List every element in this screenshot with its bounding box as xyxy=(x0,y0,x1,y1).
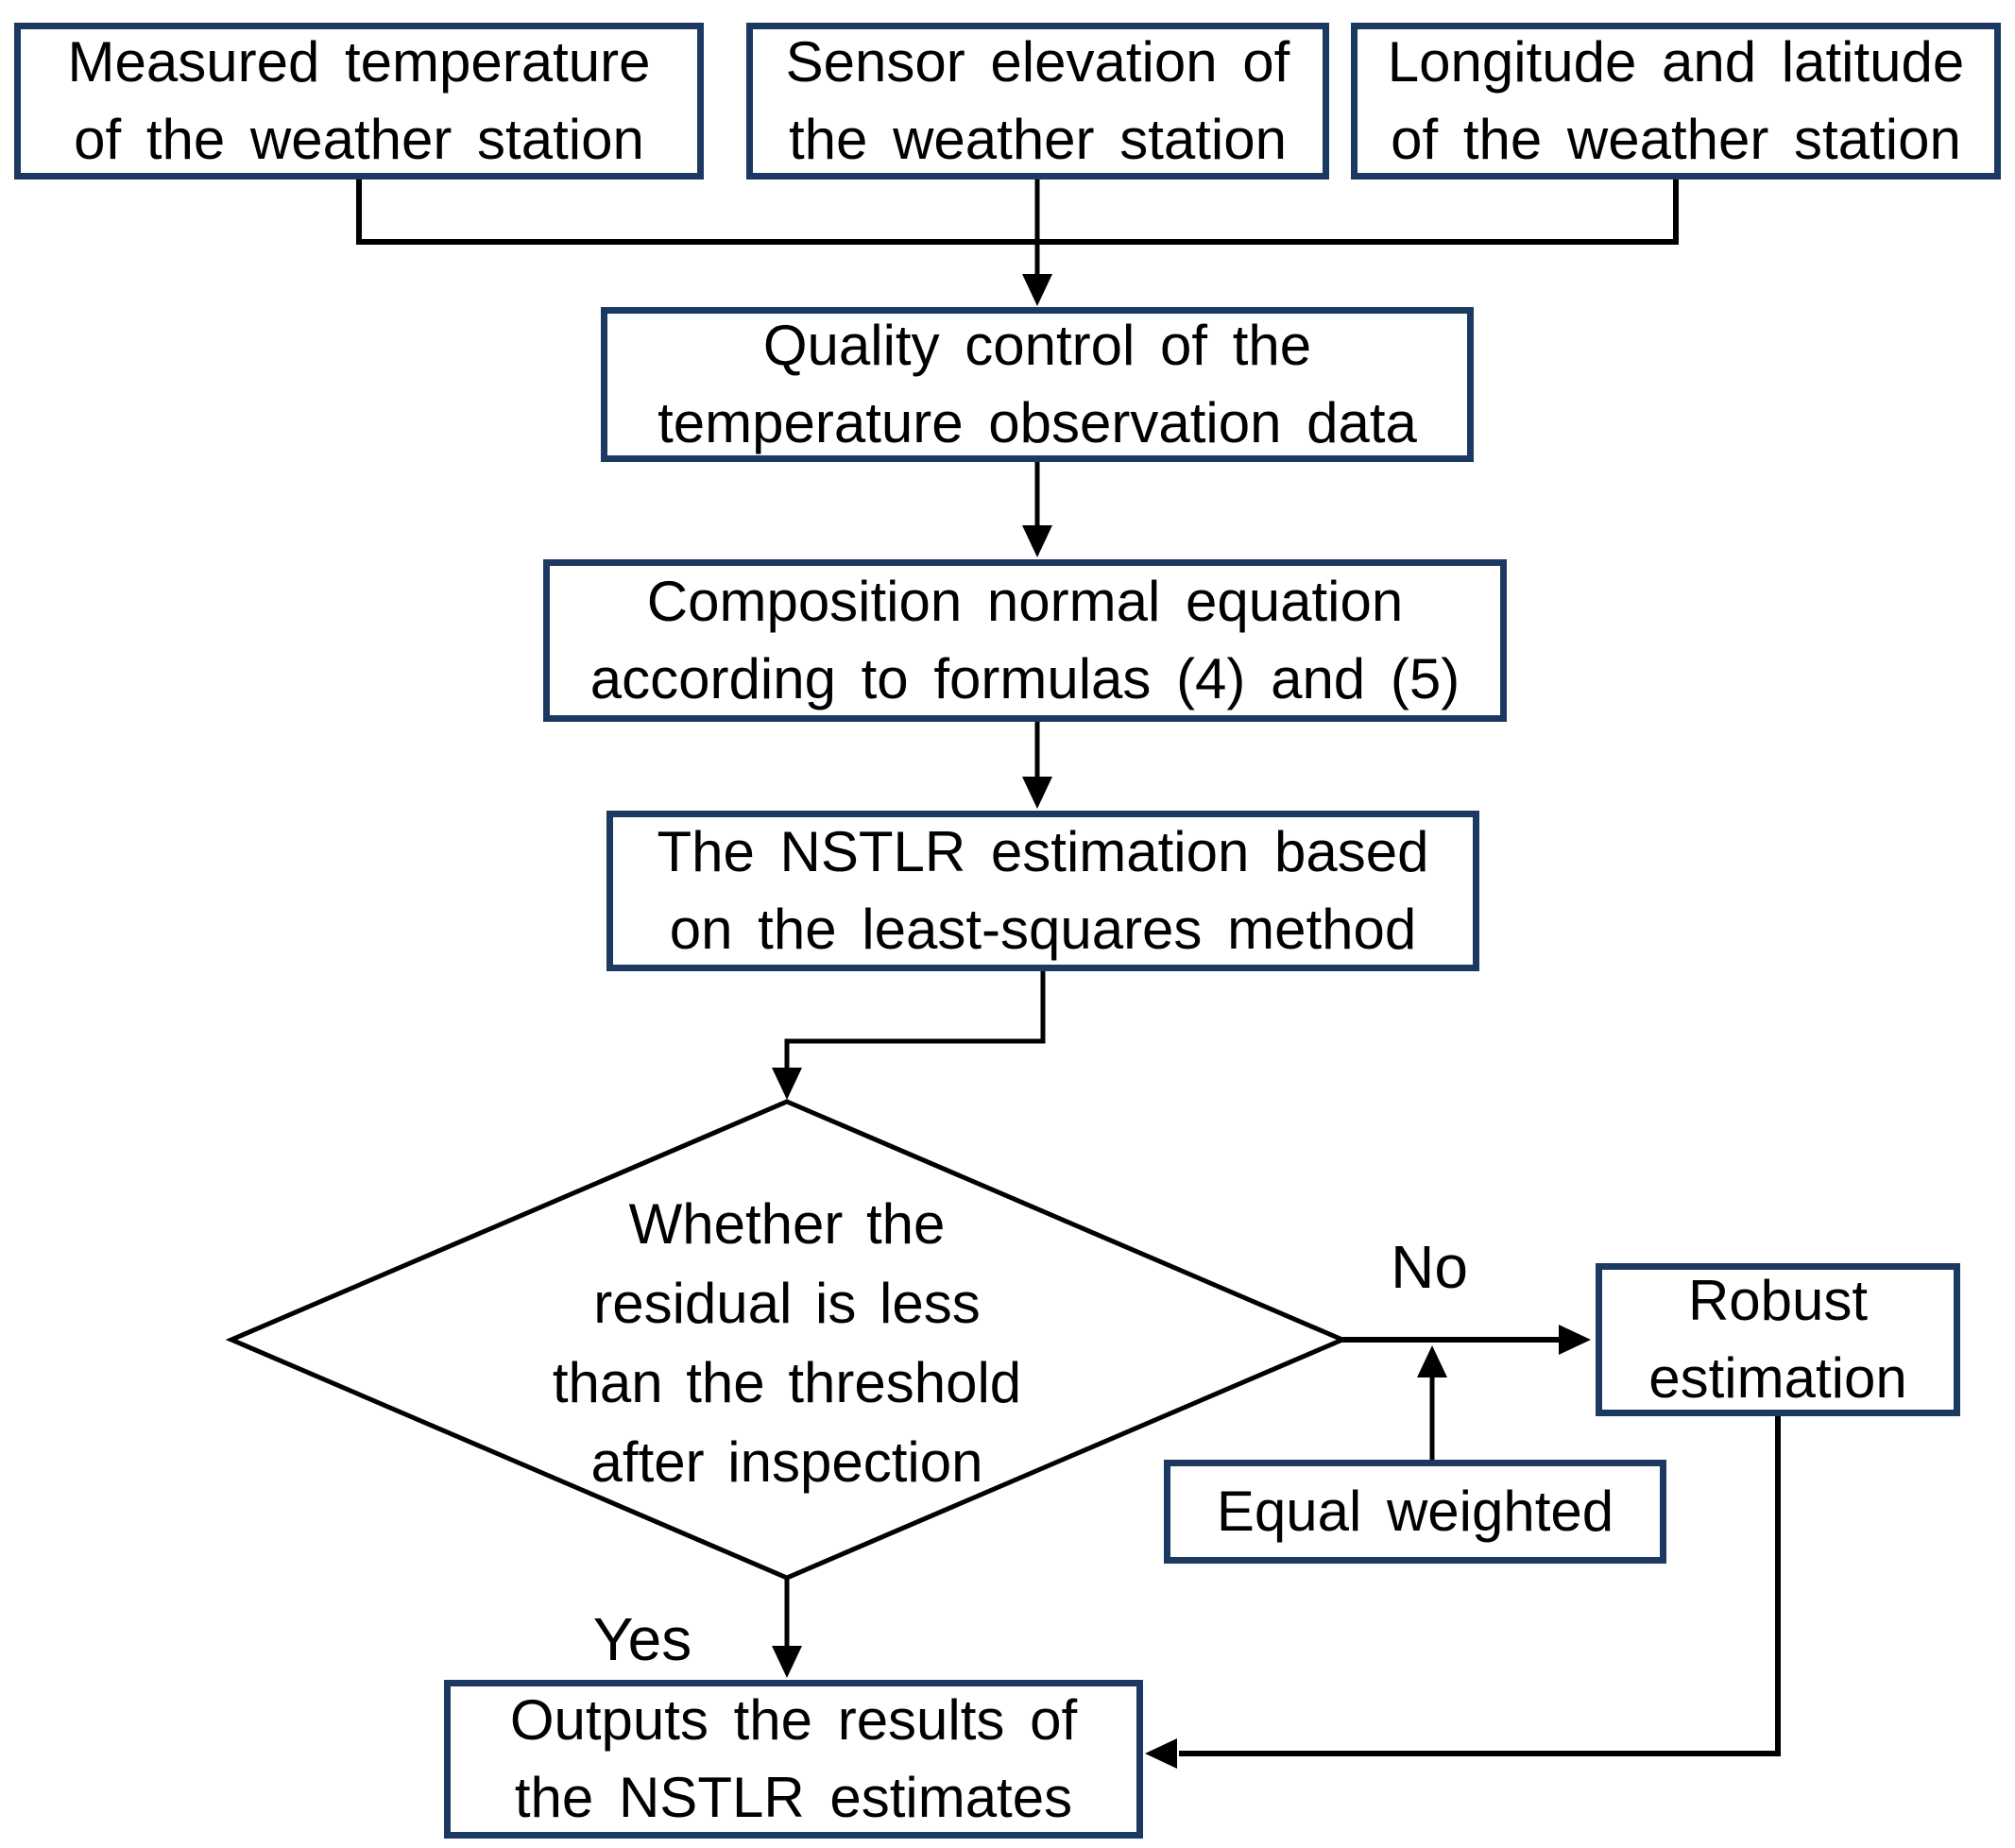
node-text-line: temperature observation data xyxy=(657,391,1417,454)
node-sensor-elevation: Sensor elevation of the weather station xyxy=(746,23,1329,180)
node-text-line: residual is less xyxy=(593,1272,981,1335)
node-text-line: The NSTLR estimation based xyxy=(657,820,1429,883)
node-robust-estimation: Robust estimation xyxy=(1596,1263,1960,1416)
node-text-line: according to formulas (4) and (5) xyxy=(589,647,1460,710)
node-output-results: Outputs the results of the NSTLR estimat… xyxy=(444,1680,1143,1839)
node-composition-normal-equation: Composition normal equation according to… xyxy=(543,559,1507,722)
node-residual-decision: Whether the residual is less than the th… xyxy=(409,1181,1165,1506)
connector-nstlr-to-decision xyxy=(784,971,1046,1071)
node-text-line: Sensor elevation of xyxy=(785,30,1290,94)
node-text-line: Outputs the results of xyxy=(509,1688,1078,1752)
arrowhead-into-decision xyxy=(772,1068,802,1100)
arrowhead-into-output-right xyxy=(1145,1738,1177,1769)
node-text-line: Equal weighted xyxy=(1216,1480,1614,1543)
node-text-line: Longitude and latitude xyxy=(1387,30,1965,94)
arrowhead-into-composition xyxy=(1022,525,1052,557)
arrowhead-into-nstlr xyxy=(1022,777,1052,809)
edge-label-yes: Yes xyxy=(592,1605,692,1673)
node-equal-weighted: Equal weighted xyxy=(1164,1460,1666,1564)
node-text-line: Measured temperature xyxy=(67,30,651,94)
node-text-line: Composition normal equation xyxy=(646,570,1404,633)
connector-robust-to-output xyxy=(1179,1416,1781,1756)
node-nstlr-estimation: The NSTLR estimation based on the least-… xyxy=(606,811,1479,971)
node-measured-temperature: Measured temperature of the weather stat… xyxy=(14,23,704,180)
connector-inputs-merge xyxy=(356,180,1679,245)
node-text-line: of the weather station xyxy=(1391,108,1961,171)
node-text-line: Whether the xyxy=(628,1192,946,1256)
node-text-line: Robust xyxy=(1687,1269,1869,1332)
node-longitude-latitude: Longitude and latitude of the weather st… xyxy=(1351,23,2001,180)
arrowhead-into-quality xyxy=(1022,274,1052,306)
node-quality-control: Quality control of the temperature obser… xyxy=(601,307,1474,462)
node-text-line: than the threshold xyxy=(552,1351,1022,1414)
node-text-line: Quality control of the xyxy=(762,314,1312,377)
edge-label-no: No xyxy=(1391,1233,1468,1301)
node-text-line: on the least-squares method xyxy=(669,898,1417,961)
node-text-line: the weather station xyxy=(789,108,1287,171)
node-text-line: estimation xyxy=(1648,1346,1907,1410)
node-text-line: the NSTLR estimates xyxy=(514,1766,1073,1829)
node-text-line: of the weather station xyxy=(74,108,644,171)
arrowhead-into-robust xyxy=(1559,1325,1591,1355)
arrowhead-into-output-top xyxy=(772,1646,802,1678)
node-text-line: after inspection xyxy=(590,1430,983,1494)
arrowhead-equal-weighted xyxy=(1417,1345,1447,1377)
